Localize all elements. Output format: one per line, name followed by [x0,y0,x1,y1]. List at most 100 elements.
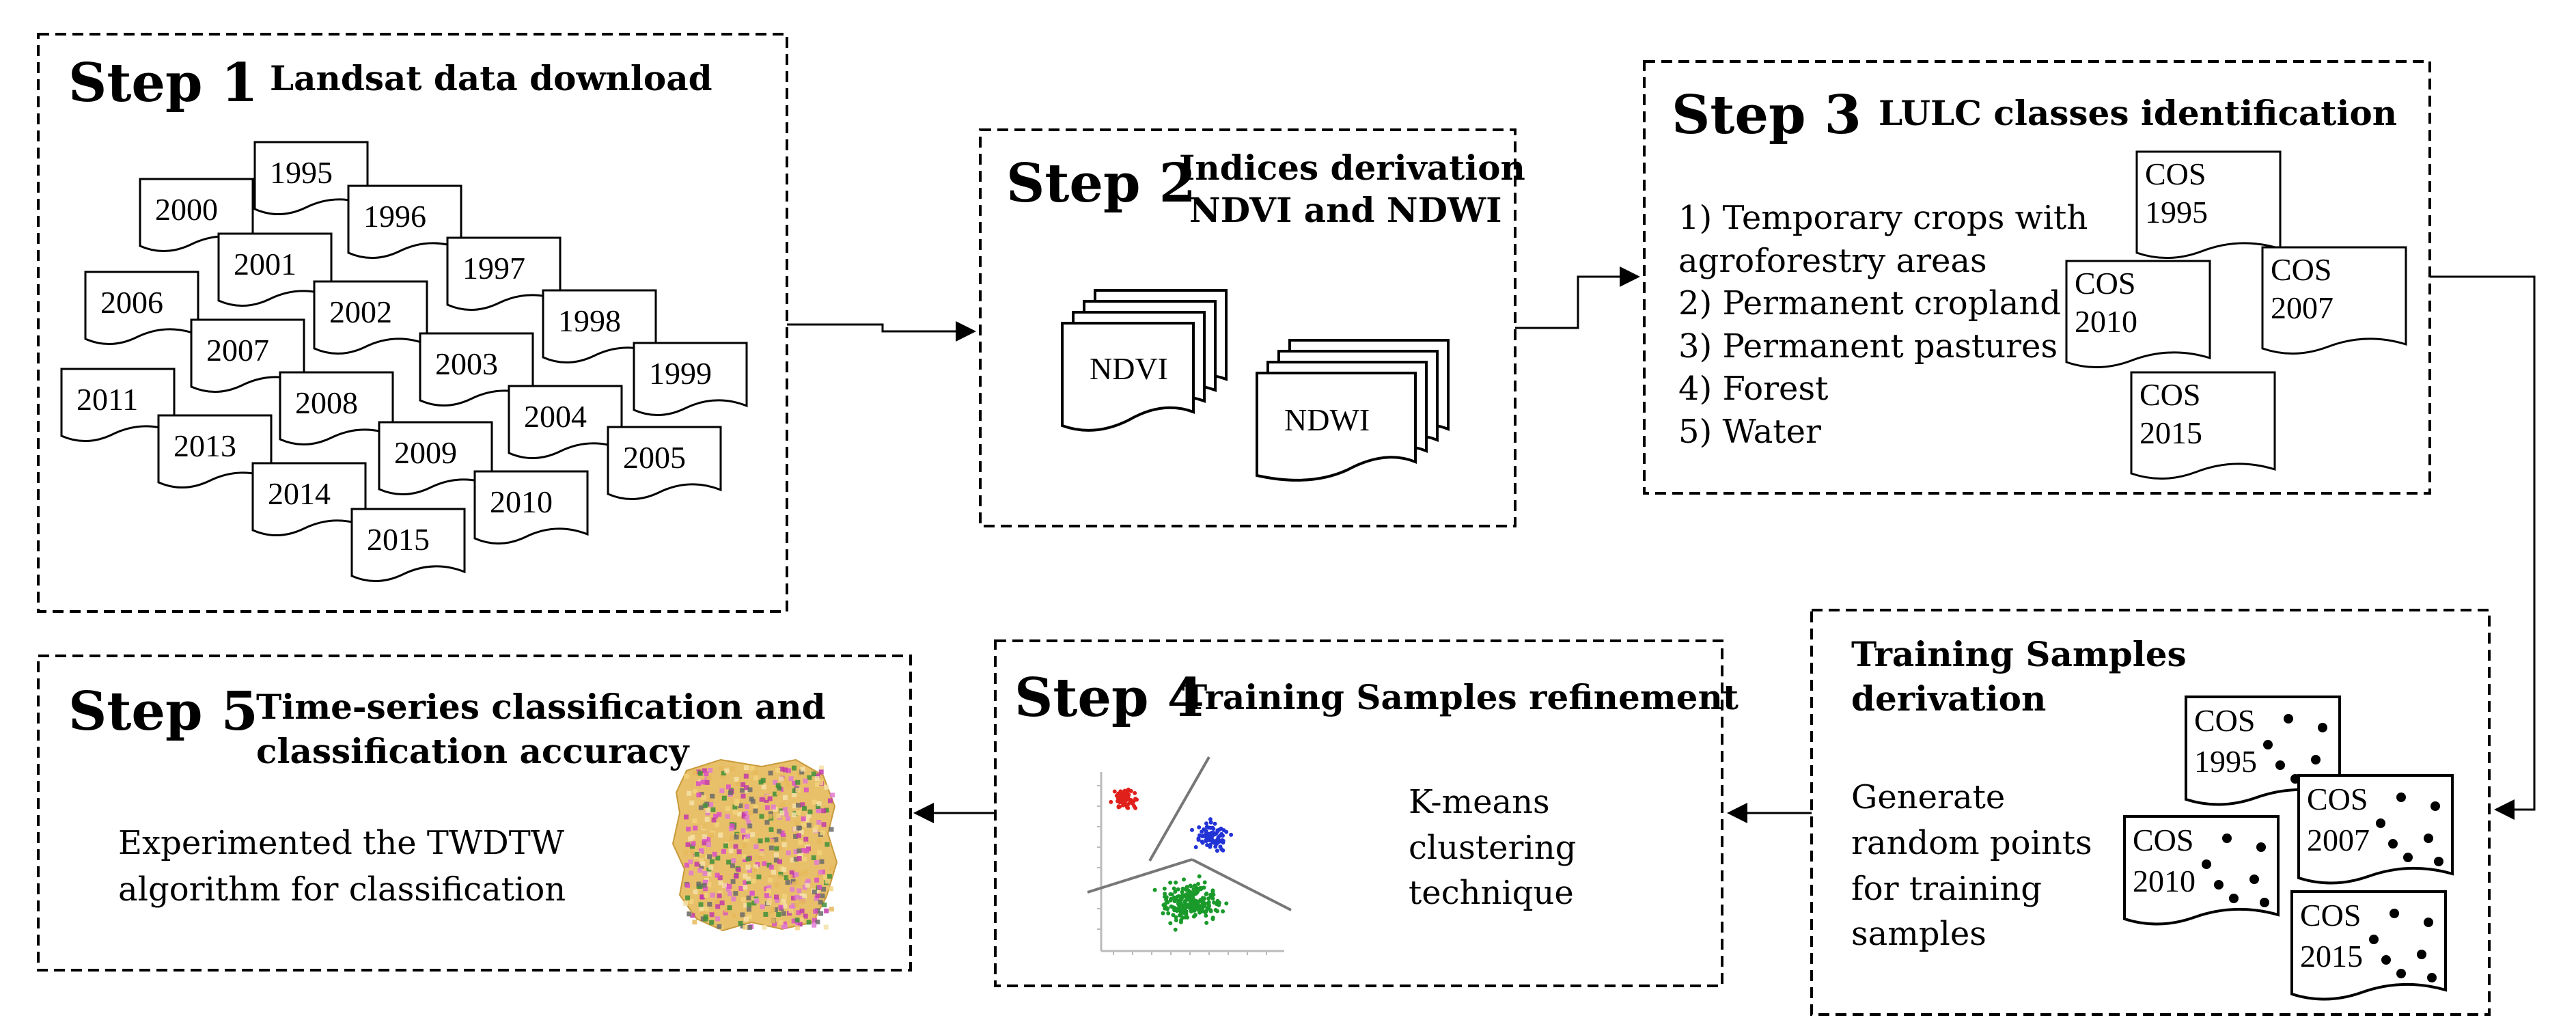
map-pixel [699,857,704,863]
random-point [2376,818,2385,828]
map-pixel [803,787,809,793]
map-pixel [793,849,799,855]
arrow-step3-to-training [2430,275,2536,820]
training-text-4: samples [1851,915,1986,953]
scatter-point [1174,915,1178,920]
scatter-point [1172,906,1176,911]
random-point [2229,894,2239,903]
step3-label: Step 3 [1672,84,1861,146]
map-pixel [791,896,796,901]
scatter-point [1181,908,1185,913]
map-pixel [707,902,712,907]
scatter-point [1172,886,1176,891]
map-pixel [706,842,711,847]
map-pixel [696,793,702,798]
map-pixel [800,898,805,904]
map-pixel [802,857,807,862]
map-pixel [825,879,830,884]
map-pixel [743,903,749,908]
scatter-point [1207,903,1212,908]
map-pixel [797,888,802,894]
map-pixel [729,836,734,841]
random-point [2256,842,2266,852]
map-pixel [742,843,747,848]
arrow-step1-to-step2 [787,321,976,342]
map-pixel [751,879,756,884]
scatter-point [1213,821,1217,826]
map-pixel [794,925,800,931]
map-pixel [807,809,813,814]
map-pixel [742,854,747,859]
classification-map-pixels [683,765,835,931]
map-pixel [747,902,752,907]
map-pixel [774,883,779,888]
map-pixel [719,900,725,906]
map-pixel [785,880,790,885]
map-pixel [732,804,738,810]
cos-year-label: 2007 [2307,823,2370,857]
step5-title-line2: classification accuracy [256,731,690,771]
scatter-point [1215,849,1219,853]
map-pixel [746,907,751,912]
map-pixel [718,833,723,838]
map-pixel [798,871,803,877]
map-pixel [779,830,785,836]
year-label: 1996 [363,199,426,234]
map-pixel [805,879,811,884]
step3-title: LULC classes identification [1879,93,2397,133]
step1-label: Step 1 [68,52,258,114]
map-pixel [814,825,819,830]
step1-title: Landsat data download [270,58,712,98]
scatter-point [1168,921,1173,926]
scatter-point [1109,799,1113,804]
map-pixel [781,898,786,904]
year-document: 1998 [542,289,657,364]
map-pixel [782,903,788,909]
map-pixel [709,832,715,838]
year-label: 2002 [329,294,392,329]
map-pixel [740,782,746,787]
cos-label: COS [2133,823,2193,857]
scatter-point [1208,817,1213,822]
map-pixel [715,916,721,922]
map-pixel [773,857,779,863]
year-document: 2010 [473,470,589,545]
scatter-point [1197,909,1202,913]
cluster-boundary-line [1191,858,1292,911]
map-pixel [691,841,696,846]
map-pixel [818,769,824,775]
map-pixel [734,801,740,806]
scatter-point [1215,898,1220,903]
map-pixel [816,801,822,806]
lulc-class-3: 3) Permanent pastures [1678,327,2058,366]
map-pixel [730,823,735,829]
map-pixel [738,803,743,808]
classification-map-image [671,758,838,932]
map-pixel [700,861,706,866]
year-document: 2002 [313,280,428,355]
map-pixel [768,771,773,775]
map-pixel [815,773,820,779]
map-pixel [781,842,787,848]
scatter-point [1152,887,1157,892]
map-pixel [797,856,802,861]
map-pixel [726,859,732,865]
map-pixel [783,767,788,773]
map-pixel [821,887,826,892]
year-document: 2013 [157,414,273,489]
scatter-point [1219,847,1224,851]
scatter-point [1122,788,1127,793]
map-pixel [788,874,793,879]
map-pixel [824,908,829,913]
map-pixel [746,895,751,900]
map-pixel [718,880,723,885]
scatter-point [1221,838,1225,843]
map-pixel [785,783,790,788]
scatter-point [1208,820,1213,825]
map-pixel [767,796,773,801]
map-pixel [709,859,715,864]
scatter-point [1221,834,1225,838]
scatter-point [1195,900,1200,905]
map-pixel [815,782,820,787]
